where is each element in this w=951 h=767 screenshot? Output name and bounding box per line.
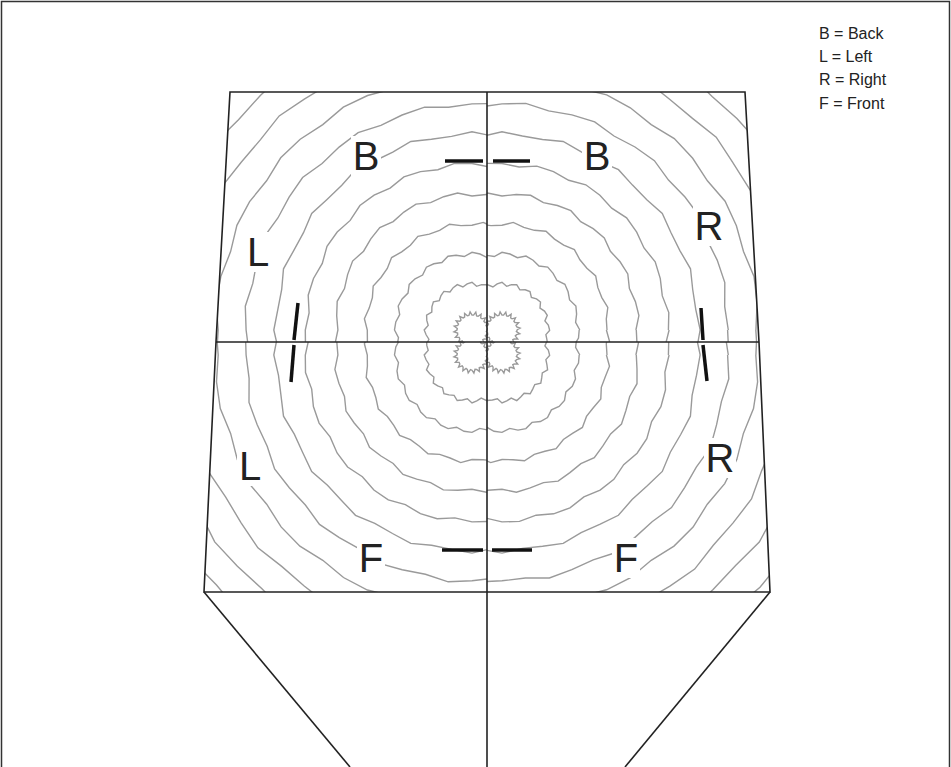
- side-label: L: [237, 446, 263, 486]
- grain-ring: [335, 193, 609, 467]
- grain-ring: [96, 0, 848, 706]
- grain-ring: [215, 68, 788, 641]
- grain-ring: [154, 37, 790, 673]
- side-label: R: [693, 206, 726, 246]
- grain-ring: [335, 163, 669, 497]
- grain-ring: [215, 43, 788, 616]
- grain-ring: [96, 0, 848, 731]
- side-label: F: [357, 538, 385, 578]
- grain-ring-group: [96, 0, 908, 736]
- grain-ring: [304, 157, 700, 553]
- grain-ring: [96, 0, 908, 761]
- grain-ring: [155, 8, 850, 703]
- side-label: L: [245, 232, 271, 272]
- grain-ring: [275, 128, 729, 581]
- grain-ring: [216, 99, 727, 611]
- legend-entry: B = Back: [819, 24, 883, 43]
- grain-ring: [216, 74, 727, 586]
- grain-ring-group: [66, 0, 878, 761]
- grain-ring: [454, 282, 550, 378]
- grain-ring: [335, 218, 609, 492]
- grain-ring: [335, 188, 669, 522]
- grain-ring: [246, 99, 757, 611]
- grain-ring: [395, 252, 550, 407]
- grain-ring: [185, 43, 758, 616]
- grain-ring-group: [66, 0, 878, 736]
- grain-ring-group: [96, 0, 908, 761]
- grain-ring: [364, 222, 579, 437]
- grain-ring: [184, 37, 820, 673]
- grain-ring: [125, 8, 820, 703]
- side-label: B: [351, 136, 382, 176]
- grain-ring: [364, 247, 579, 462]
- grain-ring: [96, 0, 908, 736]
- grain-ring: [184, 12, 820, 648]
- grain-ring: [305, 188, 639, 522]
- grain-ring: [424, 307, 520, 403]
- side-label: R: [704, 438, 737, 478]
- grain-ring: [394, 222, 609, 437]
- grain-ring: [304, 132, 700, 528]
- grain-ring: [395, 277, 550, 432]
- grain-ring: [365, 193, 639, 467]
- grain-ring: [245, 103, 699, 556]
- grain-ring: [454, 307, 550, 403]
- grain-ring: [425, 277, 580, 432]
- legend-entry: F = Front: [819, 94, 884, 113]
- grain-ring: [394, 247, 609, 462]
- grain-ring: [425, 252, 580, 407]
- grain-ring: [305, 163, 639, 497]
- grain-ring: [66, 0, 878, 736]
- grain-ring: [66, 0, 878, 761]
- grain-ring: [246, 74, 757, 586]
- grain-ring: [126, 0, 878, 731]
- grain-ring: [245, 128, 699, 581]
- grain-ring: [424, 282, 520, 378]
- grain-ring: [125, 0, 820, 677]
- grain-ring: [155, 0, 850, 677]
- legend-entry: R = Right: [819, 70, 886, 89]
- side-label: F: [612, 538, 640, 578]
- grain-ring: [154, 12, 790, 648]
- grain-ring: [365, 218, 639, 492]
- grain-ring: [275, 103, 729, 556]
- glue-marks: [291, 161, 707, 550]
- block-outline: [204, 92, 770, 767]
- grain-ring: [274, 157, 670, 553]
- side-label: B: [582, 136, 613, 176]
- grain-ring: [185, 68, 758, 641]
- grain-ring: [126, 0, 878, 706]
- legend-entry: L = Left: [819, 47, 872, 66]
- grain-ring: [274, 132, 670, 528]
